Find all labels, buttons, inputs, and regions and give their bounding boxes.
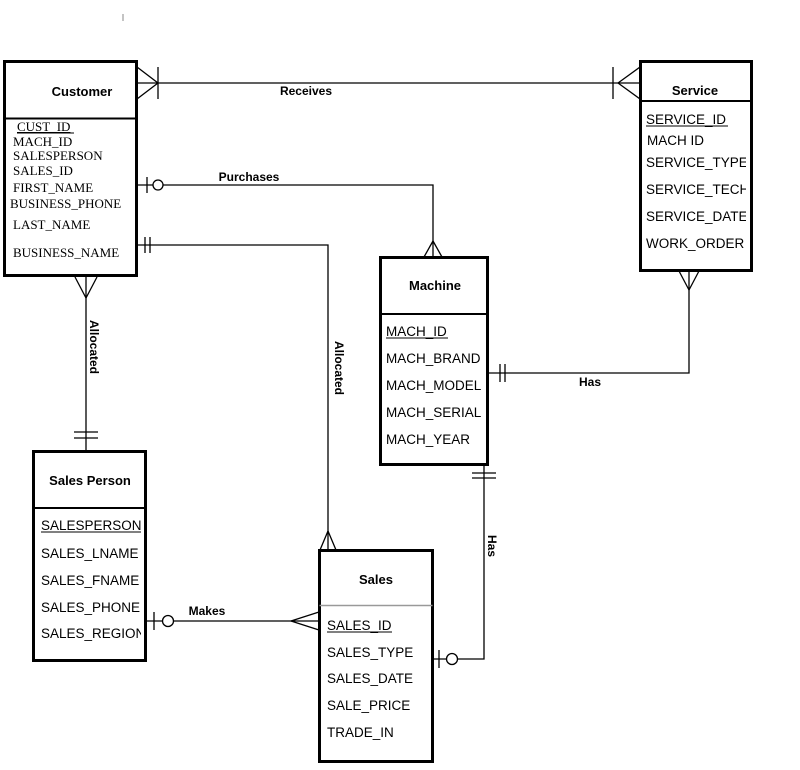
relationship-allocated-sales [137,237,337,551]
attribute-salesperson: SALESPERSON [41,518,142,533]
attribute-sales-phone: SALES_PHONE [41,600,140,615]
attribute-sales-id: SALES_ID [327,618,392,633]
entity-title: Service [672,83,718,98]
relationship-purchases [137,177,443,258]
attribute-salesperson: SALESPERSON [13,148,103,163]
attribute-mach-serial: MACH_SERIAL [386,405,482,420]
attribute-sales-region: SALES_REGION [41,626,145,641]
attribute-mach-year: MACH_YEAR [386,432,470,447]
attribute-mach-model: MACH_MODEL [386,378,482,393]
attribute-mach-id: MACH_ID [386,324,447,339]
entity-customer[interactable]: Customer CUST_ID MACH_ID SALESPERSON SAL… [3,60,138,277]
attribute-last-name: LAST_NAME [13,217,90,232]
attribute-work-order: WORK_ORDER [646,236,745,251]
relationship-label-makes: Makes [189,604,226,618]
attribute-sales-type: SALES_TYPE [327,645,413,660]
relationship-has-service [488,270,700,382]
attribute-trade-in: TRADE_IN [327,725,394,740]
relationship-label-has-sales: Has [485,535,499,557]
entity-sales[interactable]: Sales SALES_ID SALES_TYPE SALES_DATE SAL… [318,549,434,763]
relationship-label-allocated-right: Allocated [332,341,346,395]
relationship-receives [136,66,641,100]
entity-machine[interactable]: Machine MACH_ID MACH_BRAND MACH_MODEL MA… [379,256,489,466]
attribute-mach-id: MACH ID [647,133,704,148]
entity-title: Customer [52,84,113,99]
relationship-allocated-salesperson [74,276,98,451]
attribute-service-type: SERVICE_TYPE [646,155,748,170]
entity-title: Machine [409,278,461,293]
attribute-service-date: SERVICE_DATE [646,209,748,224]
entity-title: Sales [359,572,393,587]
attribute-business-name: BUSINESS_NAME [13,245,119,260]
attribute-mach-brand: MACH_BRAND [386,351,481,366]
attribute-service-id: SERVICE_ID [646,112,726,127]
relationship-makes [146,611,320,631]
attribute-mach-id: MACH_ID [13,134,72,149]
attribute-sale-price: SALE_PRICE [327,698,410,713]
relationship-label-has-service: Has [579,375,601,389]
attribute-business-phone: BUSINESS_PHONE [10,196,121,211]
entity-sales-person[interactable]: Sales Person SALESPERSON SALES_LNAME SAL… [32,450,147,662]
attribute-sales-id: SALES_ID [13,163,73,178]
attribute-service-tech: SERVICE_TECH [646,182,749,197]
attribute-sales-date: SALES_DATE [327,671,413,686]
relationship-label-receives: Receives [280,84,332,98]
attribute-first-name: FIRST_NAME [13,180,93,195]
relationship-label-allocated-left: Allocated [87,320,101,374]
attribute-sales-fname: SALES_FNAME [41,573,139,588]
attribute-sales-lname: SALES_LNAME [41,546,139,561]
attribute-cust-id: CUST_ID [17,119,70,134]
entity-service[interactable]: Service SERVICE_ID MACH ID SERVICE_TYPE … [639,60,753,272]
relationship-has-sales [433,465,496,668]
relationship-label-purchases: Purchases [219,170,280,184]
entity-title: Sales Person [49,473,131,488]
